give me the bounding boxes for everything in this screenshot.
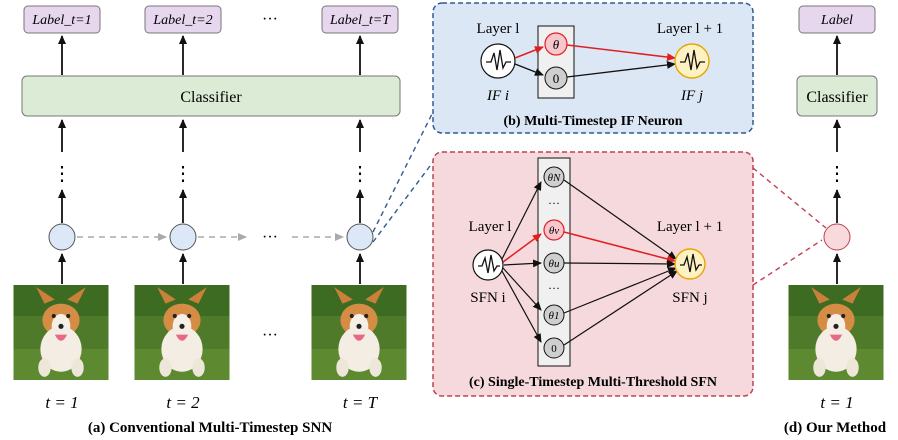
c-arrow-thetau-dst	[563, 259, 676, 268]
c-layer-l: Layer l	[469, 219, 512, 235]
d-label-text: Label	[820, 13, 853, 28]
connector-c-to-d-top	[752, 167, 827, 229]
d-vdots: ⋮	[827, 163, 847, 185]
neuron-a-2	[169, 223, 197, 251]
d-dog-image	[788, 285, 884, 380]
c-node-zero	[543, 337, 565, 359]
d-label-box	[798, 5, 876, 34]
neuron-a-1	[48, 223, 76, 251]
vdots-3: ⋮	[350, 163, 370, 185]
connector-a-to-c	[372, 161, 434, 243]
label-text-t2: Label_t=2	[152, 13, 212, 28]
c-arrow-src-zero	[501, 270, 542, 343]
c-arrow-thetav-dst	[563, 231, 676, 263]
b-layer-l: Layer l	[477, 21, 520, 37]
c-arrow-thetaN-dst	[563, 179, 677, 260]
c-dst-waveform-icon	[680, 253, 702, 273]
c-dots-bottom: ···	[548, 281, 560, 295]
vdots-1: ⋮	[52, 163, 72, 185]
c-text-thetav: θv	[549, 225, 559, 237]
b-zero-node	[544, 66, 568, 90]
d-classifier-text: Classifier	[806, 89, 868, 106]
b-arrow-zero-out	[566, 60, 676, 78]
panel-c: Layer l Layer l + 1 θN ··· θv θu ··· θ1 …	[432, 151, 754, 397]
neuron-a-3	[346, 223, 374, 251]
label-text-t1: Label_t=1	[31, 13, 91, 28]
d-timestep: t = 1	[820, 393, 853, 412]
c-layer-l1: Layer l + 1	[657, 219, 723, 235]
timestep-a-2: t = 2	[166, 393, 200, 412]
b-arrow-to-theta	[514, 46, 544, 59]
panel-b: Layer l Layer l + 1 θ 0 IF i IF j (b) Mu…	[432, 2, 754, 134]
timestep-a-1: t = 1	[45, 393, 78, 412]
b-arrow-theta-out	[566, 44, 676, 62]
c-node-thetav	[543, 219, 565, 241]
b-layer-l1: Layer l + 1	[657, 21, 723, 37]
timestep-a-3: t = T	[343, 393, 379, 412]
d-neuron	[823, 223, 851, 251]
classifier-box-a	[21, 75, 401, 117]
c-node-theta1	[543, 304, 565, 326]
b-src-waveform-icon	[486, 49, 511, 71]
c-dst-label: SFN j	[672, 290, 707, 306]
c-text-zero: 0	[551, 343, 557, 355]
c-dst-neuron	[674, 248, 706, 280]
c-arrow-theta1-dst	[563, 267, 677, 314]
caption-d: (d) Our Method	[784, 420, 887, 436]
panel-c-box	[432, 151, 754, 397]
d-classifier-box	[796, 75, 878, 117]
c-arrow-src-thetav	[502, 233, 542, 263]
image-ellipsis: ···	[262, 327, 278, 344]
c-src-neuron	[472, 249, 504, 281]
c-text-theta1: θ1	[549, 310, 560, 322]
caption-b: (b) Multi-Timestep IF Neuron	[503, 114, 682, 129]
c-src-label: SFN i	[470, 290, 505, 306]
connector-a-to-b	[372, 111, 434, 233]
c-arrow-zero-dst	[563, 270, 678, 346]
b-dst-waveform-icon	[680, 49, 705, 71]
classifier-text-a: Classifier	[180, 89, 242, 106]
label-text-tT: Label_t=T	[329, 13, 391, 28]
caption-a: (a) Conventional Multi-Timestep SNN	[88, 420, 332, 436]
b-dst-label: IF j	[680, 88, 703, 104]
c-text-thetaN: θN	[548, 172, 561, 184]
panel-a: Label_t=1 Label_t=2 ··· Label_t=T Classi…	[13, 5, 407, 436]
connector-c-to-d-bottom	[752, 239, 823, 286]
panel-b-box	[432, 2, 754, 134]
b-zero-text: 0	[553, 71, 560, 86]
caption-c: (c) Single-Timestep Multi-Threshold SFN	[469, 375, 717, 390]
c-src-waveform-icon	[478, 254, 500, 274]
panel-d: Label Classifier ⋮ t = 1 (d) Our Method	[784, 5, 887, 436]
c-arrow-src-theta1	[502, 267, 542, 311]
label-box-t1: Label_t=1	[23, 5, 101, 34]
b-src-label: IF i	[486, 88, 509, 104]
c-node-thetaN	[543, 166, 565, 188]
label-box-tT: Label_t=T	[321, 5, 399, 34]
dog-image-3	[311, 285, 407, 380]
dog-image-1	[13, 285, 109, 380]
b-arrow-to-zero	[514, 63, 544, 76]
c-text-thetau: θu	[549, 258, 560, 270]
neuron-ellipsis: ···	[262, 229, 278, 246]
b-theta-node	[544, 32, 568, 56]
b-theta-text: θ	[553, 37, 560, 52]
vdots-2: ⋮	[173, 163, 193, 185]
label-box-t2: Label_t=2	[144, 5, 222, 34]
c-arrow-src-thetaN	[501, 181, 542, 260]
c-arrow-src-thetau	[503, 259, 542, 268]
label-ellipsis: ···	[262, 11, 278, 28]
dog-image-2	[134, 285, 230, 380]
c-dots-top: ···	[548, 196, 560, 210]
